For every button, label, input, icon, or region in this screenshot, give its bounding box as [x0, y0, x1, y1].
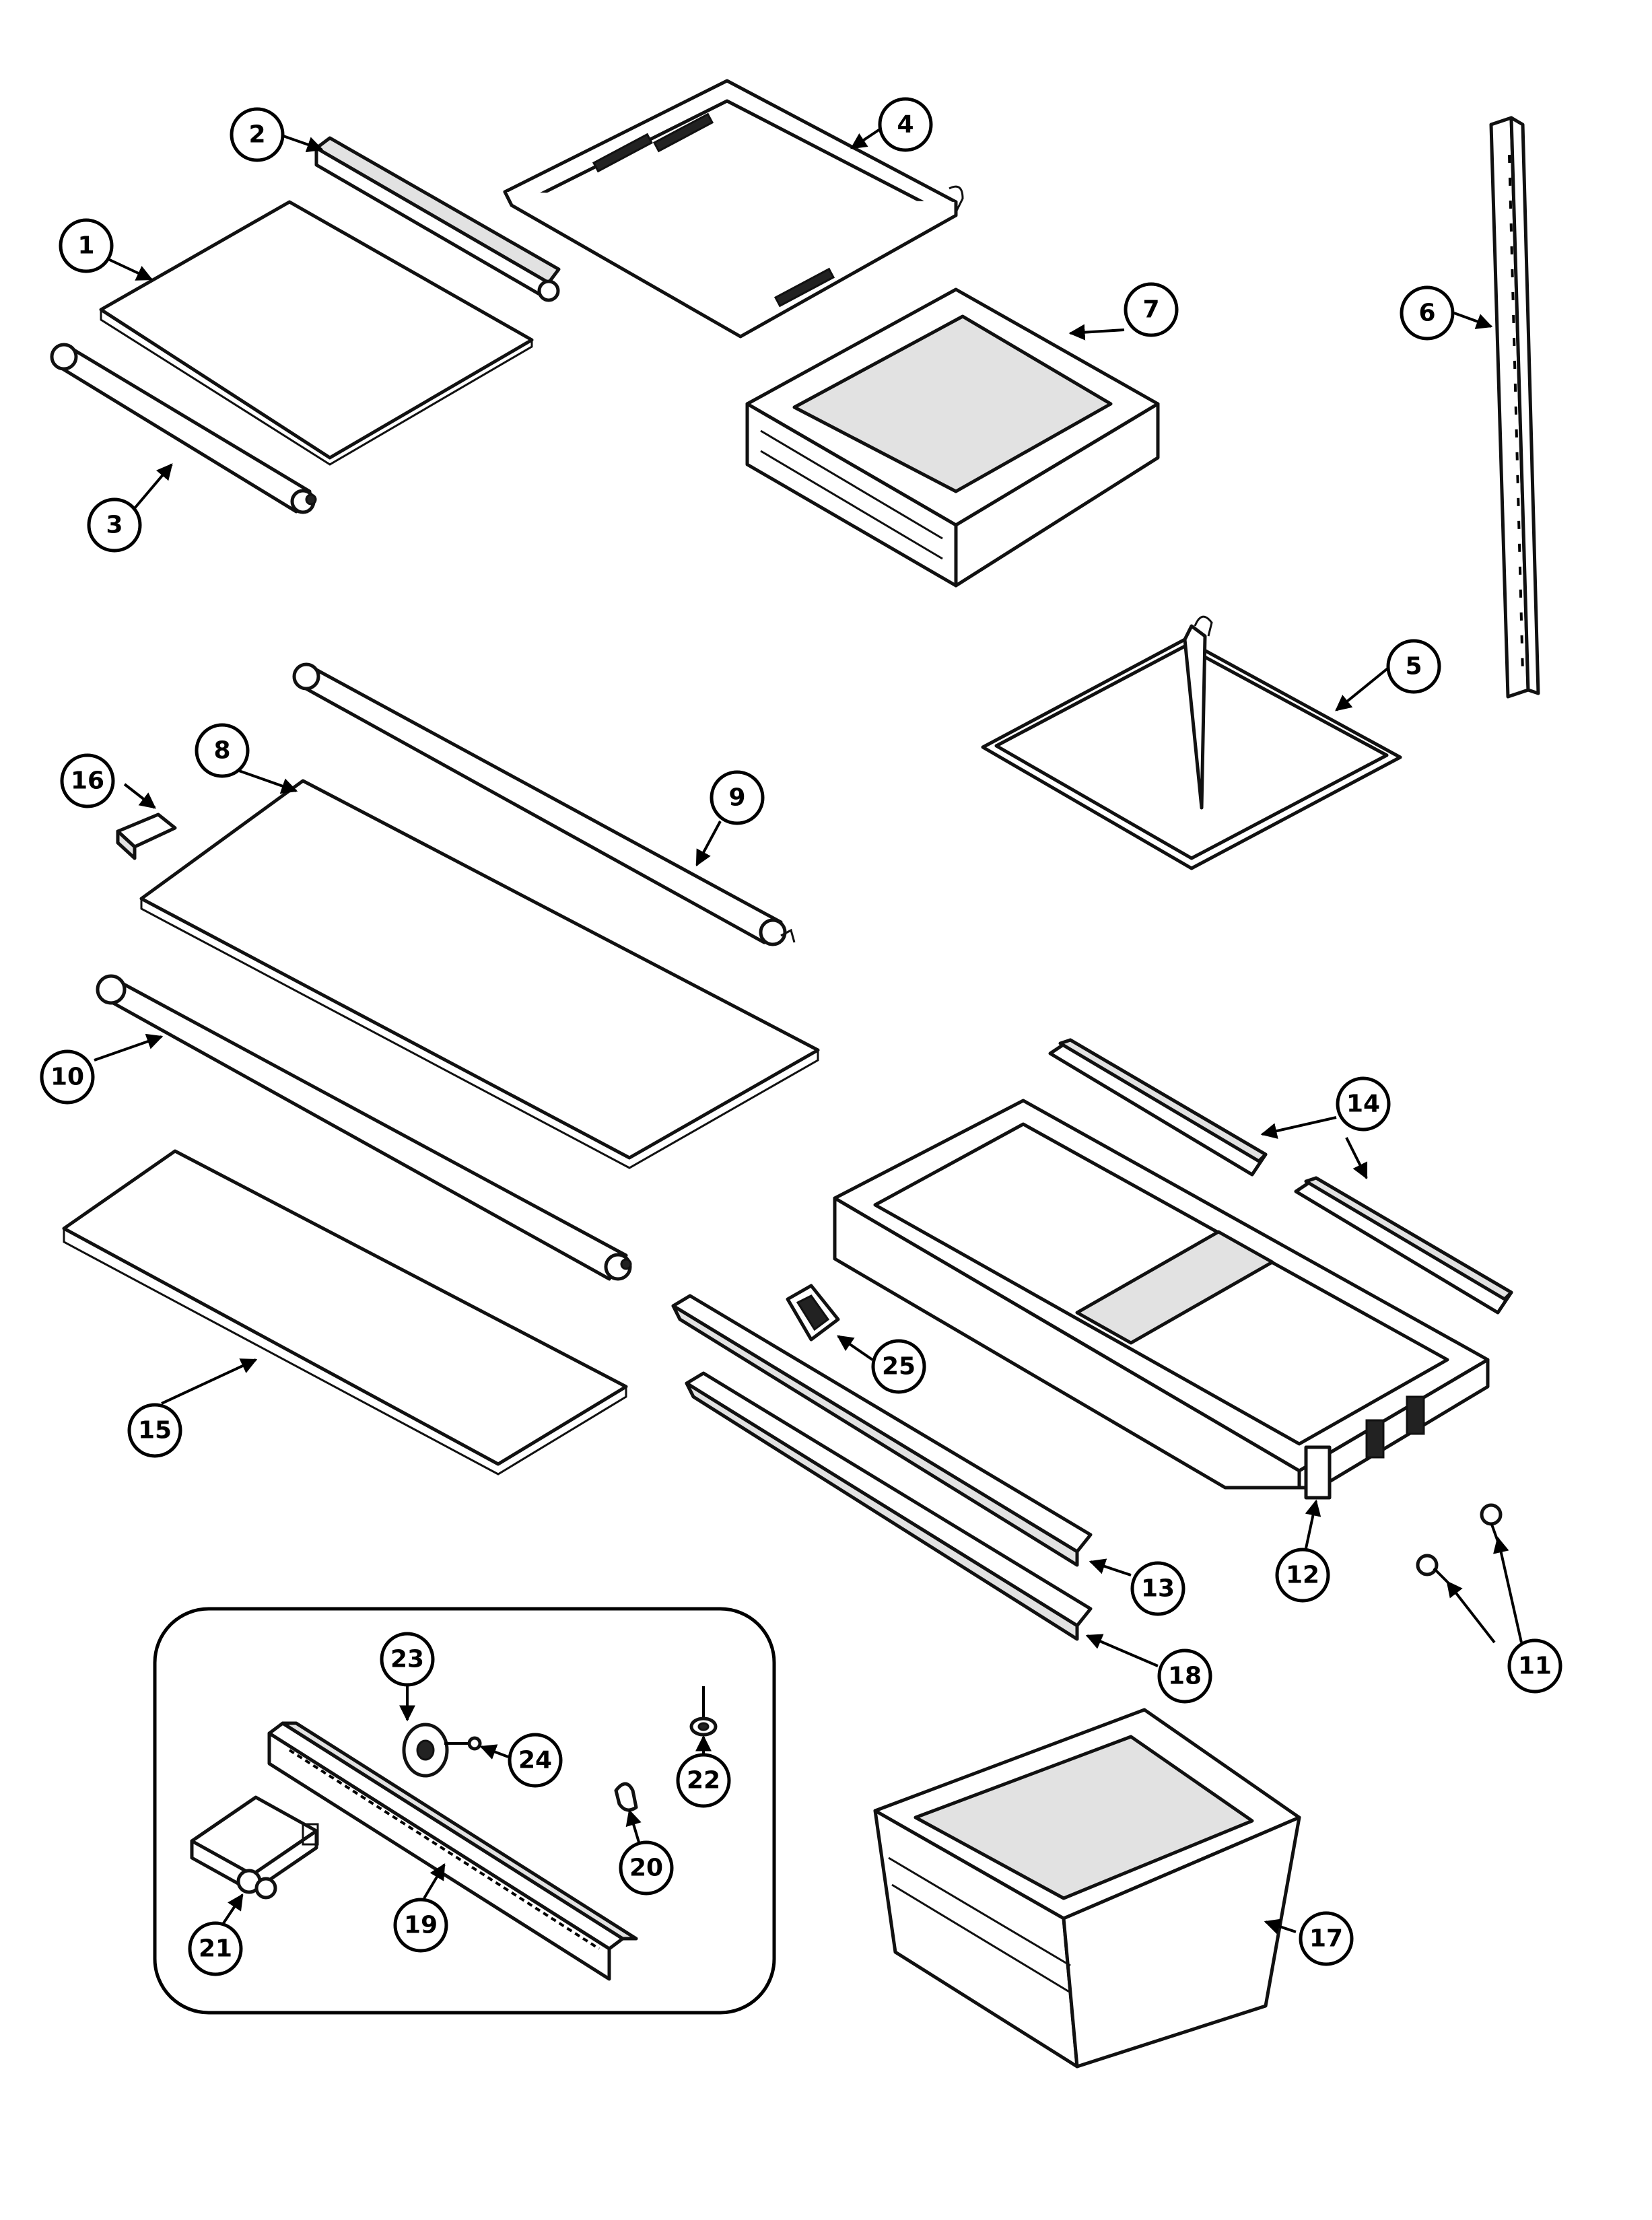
callout-18: 18: [1157, 1649, 1212, 1704]
callout-label: 24: [518, 1747, 552, 1774]
part-6-rail: [1489, 116, 1540, 699]
callout-label: 1: [77, 232, 94, 260]
part-21-bracket: [190, 1795, 319, 1900]
callout-label: 18: [1168, 1663, 1202, 1690]
callout-label: 9: [728, 784, 745, 812]
callout-21: 21: [188, 1921, 243, 1976]
callout-label: 17: [1309, 1925, 1343, 1953]
part-23-roller: [402, 1723, 449, 1778]
callout-2: 2: [230, 107, 285, 162]
callout-label: 7: [1142, 296, 1159, 324]
callout-8: 8: [195, 723, 250, 778]
callout-label: 15: [138, 1417, 172, 1445]
callout-24: 24: [508, 1733, 563, 1788]
part-5-shelf-hanger: [981, 615, 1402, 870]
callout-5: 5: [1386, 639, 1441, 694]
part-10-long-trim: [96, 974, 632, 1281]
callout-1: 1: [59, 218, 114, 273]
part-3-shelf-trim: [50, 343, 317, 514]
part-12-tray-cover: [833, 1099, 1490, 1500]
part-16-clip: [116, 812, 177, 860]
part-18-slide-rail: [685, 1371, 1093, 1641]
part-13-slide-rail: [671, 1294, 1093, 1567]
callout-label: 12: [1286, 1562, 1319, 1589]
callout-11: 11: [1507, 1638, 1562, 1694]
callout-label: 14: [1346, 1090, 1380, 1118]
callout-3: 3: [87, 497, 142, 553]
callout-15: 15: [127, 1403, 182, 1458]
part-11-screws: [1416, 1503, 1503, 1583]
callout-label: 19: [404, 1912, 438, 1939]
callout-label: 13: [1141, 1575, 1175, 1603]
part-8-glass-shelf: [139, 779, 820, 1169]
part-15-glass-shelf: [62, 1149, 628, 1476]
callout-6: 6: [1400, 285, 1455, 341]
callout-label: 4: [897, 111, 914, 139]
callout-13: 13: [1130, 1561, 1185, 1616]
callout-16: 16: [60, 753, 115, 808]
callout-label: 3: [106, 512, 123, 539]
callout-4: 4: [878, 97, 933, 152]
callout-25: 25: [871, 1339, 926, 1394]
part-25-bracket: [786, 1284, 840, 1342]
callout-label: 11: [1518, 1653, 1552, 1680]
inset-frame: [153, 1607, 776, 2015]
part-1-glass-shelf: [99, 200, 534, 466]
part-4-shelf-frame: [503, 79, 964, 339]
part-17-crisper-bin: [873, 1708, 1301, 2069]
callout-label: 21: [199, 1935, 232, 1963]
callout-14: 14: [1336, 1076, 1391, 1132]
callout-label: 2: [248, 121, 265, 149]
part-2-shelf-trim: [314, 136, 561, 302]
callout-label: 6: [1418, 300, 1435, 327]
callout-22: 22: [676, 1753, 731, 1808]
callout-label: 8: [213, 737, 230, 765]
callout-label: 22: [687, 1767, 720, 1795]
callout-label: 10: [50, 1064, 84, 1091]
callout-label: 20: [629, 1854, 663, 1882]
leader-lines: [94, 127, 1523, 1935]
callout-9: 9: [710, 770, 765, 825]
callout-label: 25: [882, 1353, 916, 1381]
callout-10: 10: [40, 1049, 95, 1105]
part-7-crisper-drawer: [745, 287, 1160, 588]
part-14-drawer-trims: [1048, 1038, 1513, 1315]
part-22-leveling-leg: [689, 1686, 718, 1737]
part-20-clip: [614, 1782, 638, 1812]
callout-23: 23: [380, 1632, 435, 1687]
part-24-pin: [444, 1736, 482, 1751]
part-19-bar: [267, 1721, 638, 1981]
callout-7: 7: [1124, 282, 1179, 337]
callout-label: 23: [390, 1646, 424, 1673]
callout-17: 17: [1299, 1911, 1354, 1966]
part-9-long-trim: [292, 662, 796, 946]
callout-19: 19: [393, 1898, 448, 1953]
callout-20: 20: [619, 1840, 674, 1896]
callout-label: 5: [1405, 653, 1422, 681]
callout-label: 16: [71, 767, 104, 795]
callout-12: 12: [1275, 1548, 1330, 1603]
